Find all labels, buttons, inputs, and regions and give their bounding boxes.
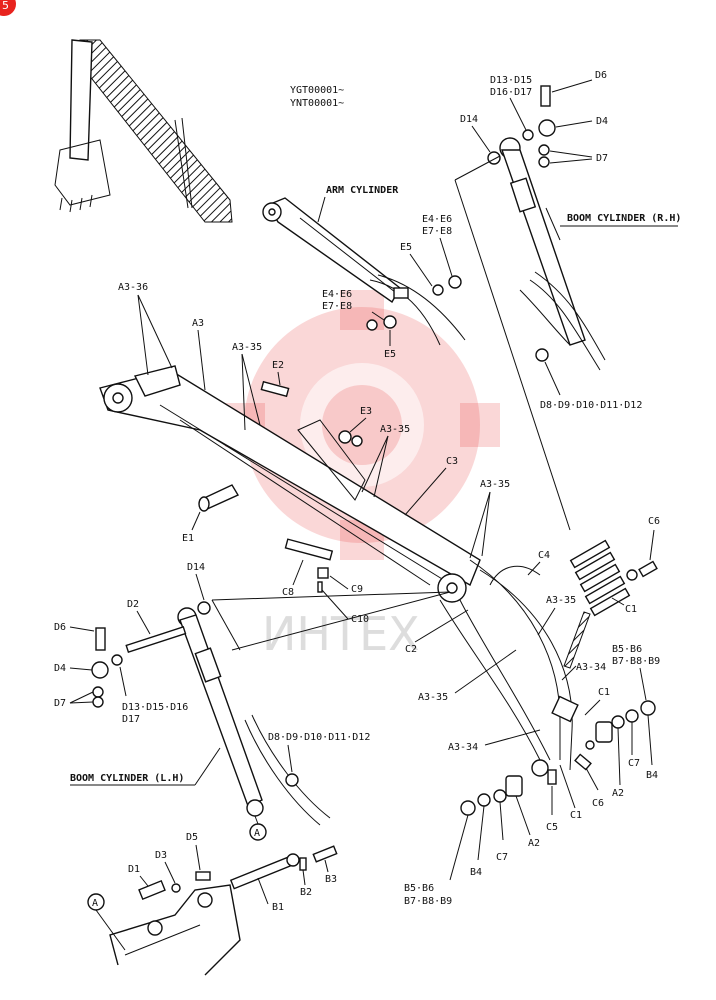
callout-b1: B1	[272, 902, 284, 913]
callout-b4-bot: B4	[470, 867, 482, 878]
callout-d16-d17-top: D16·D17	[490, 87, 532, 98]
callout-d6-left: D6	[54, 622, 66, 633]
arm-cylinder	[262, 197, 466, 346]
callout-c7-right: C7	[628, 758, 640, 769]
callout-a3-34-bot: A3-34	[448, 742, 478, 753]
callout-d4-left: D4	[54, 663, 66, 674]
callout-e4-e6-upper: E4·E6	[422, 214, 452, 225]
callout-b5-b6-top: B5·B6	[612, 644, 642, 655]
watermark-text: ИНТЕХ	[262, 607, 420, 661]
circle-a-marker-2: A	[92, 898, 98, 909]
callout-d8-d12-top: D8·D9·D10·D11·D12	[540, 400, 642, 411]
callout-c6-top: C6	[648, 516, 660, 527]
callout-a3-35-r2: A3-35	[546, 595, 576, 606]
boom-cylinder-lh	[177, 607, 331, 826]
callout-d1: D1	[128, 864, 140, 875]
callout-c2: C2	[405, 644, 417, 655]
callout-a3-35-mid: A3-35	[380, 424, 410, 435]
callout-a3-35-bot: A3-35	[418, 692, 448, 703]
callout-c7-bot: C7	[496, 852, 508, 863]
serial-range-1: YGT00001~	[290, 85, 344, 96]
page-badge: 5	[0, 0, 16, 16]
callout-b7-b9-bot: B7·B8·B9	[404, 896, 452, 907]
callout-d13-d16-left: D13·D15·D16	[122, 702, 188, 713]
pin-e1	[198, 484, 240, 512]
callout-e2: E2	[272, 360, 284, 371]
callout-d3: D3	[155, 850, 167, 861]
inset-excavator-illustration	[54, 39, 233, 223]
callout-a3-35-right: A3-35	[480, 479, 510, 490]
callout-c3: C3	[446, 456, 458, 467]
callout-d14-left: D14	[187, 562, 205, 573]
callout-c1-mid: C1	[598, 687, 610, 698]
boom-cylinder-rh-title: BOOM CYLINDER (R.H)	[567, 213, 681, 224]
callout-c4: C4	[538, 550, 550, 561]
boom-cylinder-rh	[499, 137, 606, 371]
callout-d2: D2	[127, 599, 139, 610]
callout-a2-right: A2	[612, 788, 624, 799]
callout-b3: B3	[325, 874, 337, 885]
callout-c5: C5	[546, 822, 558, 833]
callout-a3: A3	[192, 318, 204, 329]
callout-d4-top: D4	[596, 116, 608, 127]
callout-a2-bot: A2	[528, 838, 540, 849]
callout-c1-bot: C1	[570, 810, 582, 821]
callout-b2: B2	[300, 887, 312, 898]
callout-c8: C8	[282, 587, 294, 598]
callout-c10: C10	[351, 614, 369, 625]
callout-b7-b9-top: B7·B8·B9	[612, 656, 660, 667]
callout-d5: D5	[186, 832, 198, 843]
callout-d14-top: D14	[460, 114, 478, 125]
callout-d6-top: D6	[595, 70, 607, 81]
callout-e5-upper: E5	[400, 242, 412, 253]
callout-e7-e8-lower: E7·E8	[322, 301, 352, 312]
callout-e5-lower: E5	[384, 349, 396, 360]
callout-c6-bot: C6	[592, 798, 604, 809]
callout-d7-top: D7	[596, 153, 608, 164]
callout-e1: E1	[182, 533, 194, 544]
callout-a3-34-top: A3-34	[576, 662, 606, 673]
hose-fitting-bundle	[569, 539, 631, 617]
callout-b5-b6-bot: B5·B6	[404, 883, 434, 894]
callout-b4-right: B4	[646, 770, 658, 781]
circle-a-marker-1: A	[254, 828, 260, 839]
page-badge-text: 5	[2, 0, 9, 12]
callout-a3-35-top: A3-35	[232, 342, 262, 353]
callout-e4-e6-lower: E4·E6	[322, 289, 352, 300]
serial-range-2: YNT00001~	[290, 98, 344, 109]
callout-c1-top: C1	[625, 604, 637, 615]
callout-a3-36: A3-36	[118, 282, 148, 293]
callout-d13-d15-top: D13·D15	[490, 75, 532, 86]
callout-e7-e8-upper: E7·E8	[422, 226, 452, 237]
callout-d8-d12-left: D8·D9·D10·D11·D12	[268, 732, 370, 743]
boom-foot	[109, 884, 241, 976]
boom-cylinder-lh-title: BOOM CYLINDER (L.H)	[70, 773, 184, 784]
arm-body	[99, 365, 579, 771]
callout-d17-left: D17	[122, 714, 140, 725]
arm-cylinder-title: ARM CYLINDER	[326, 185, 399, 196]
callout-e3: E3	[360, 406, 372, 417]
callout-d7-left: D7	[54, 698, 66, 709]
callout-c9: C9	[351, 584, 363, 595]
